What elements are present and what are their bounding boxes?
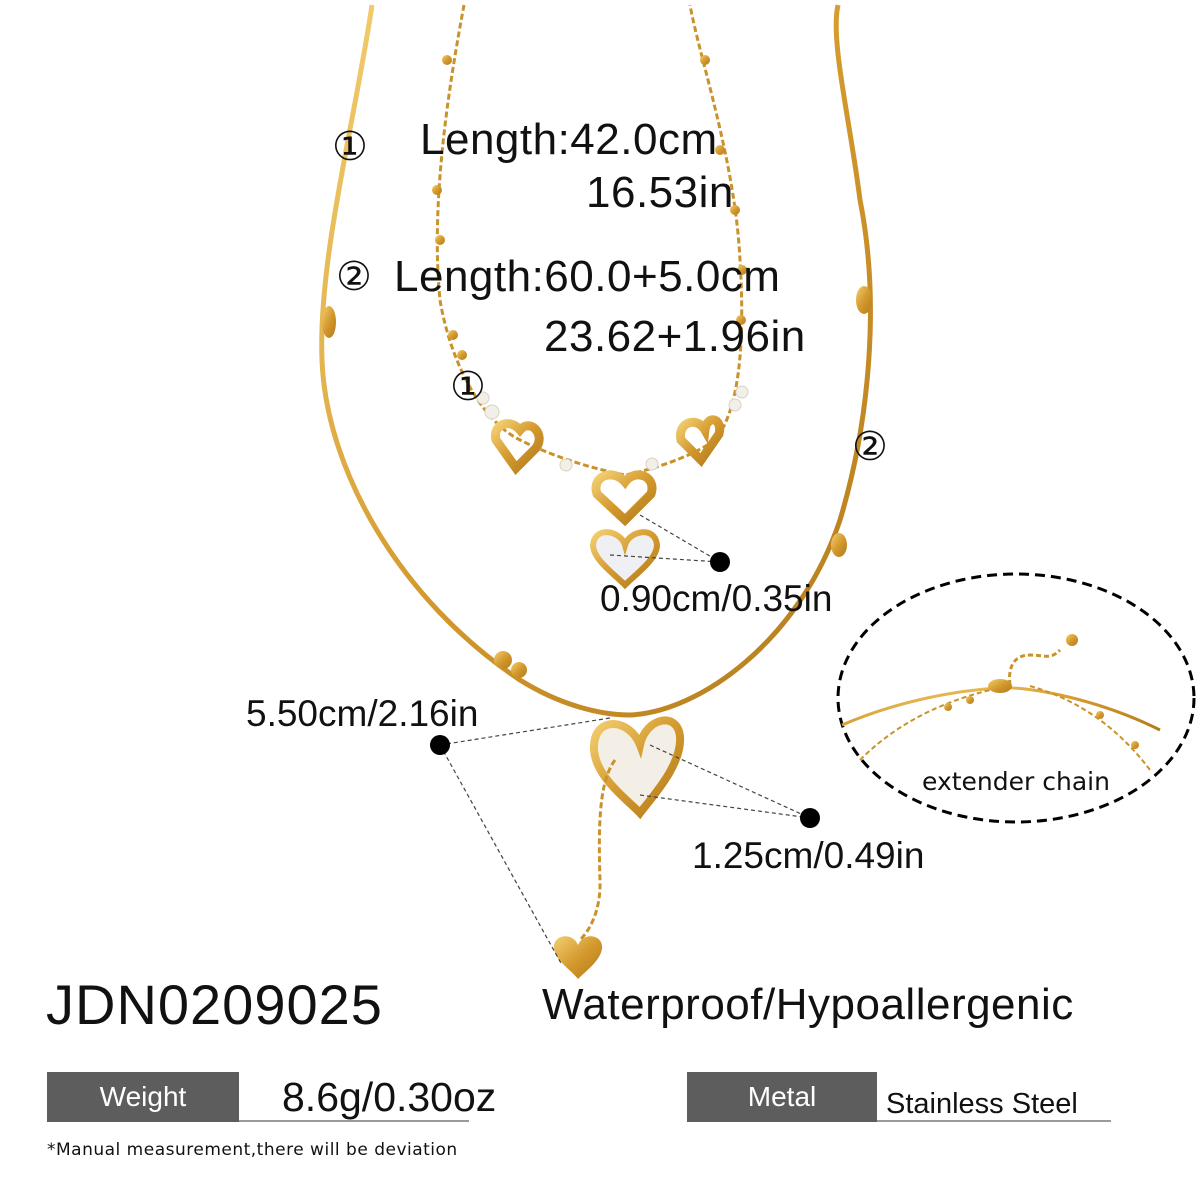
- pearls: [476, 385, 749, 472]
- necklace-2-marker-top: ②: [336, 254, 372, 300]
- necklace-1-marker-top: ①: [332, 124, 368, 170]
- large-pendant-dimension: 1.25cm/0.49in: [692, 835, 925, 876]
- weight-value: 8.6g/0.30oz: [282, 1074, 497, 1120]
- chain-marker-two: ②: [852, 424, 888, 470]
- measure-lines: [439, 514, 811, 966]
- drop-length-dimension: 5.50cm/2.16in: [246, 693, 479, 734]
- small-crystal-heart: [589, 529, 661, 590]
- metal-underline: [877, 1120, 1111, 1122]
- short-chain-beads: [432, 55, 747, 360]
- metal-label: Metal: [687, 1072, 877, 1122]
- extender-chain-label: extender chain: [922, 767, 1110, 796]
- weight-underline: [239, 1120, 469, 1122]
- measure-dots: [430, 552, 820, 828]
- large-shell-heart: [590, 716, 685, 820]
- long-chain-beads: [322, 286, 872, 678]
- short-chain: [435, 4, 744, 477]
- chain-marker-one: ①: [450, 364, 486, 410]
- weight-label: Weight: [47, 1072, 239, 1122]
- drop-chain: [578, 759, 617, 942]
- small-pendant-dimension: 0.90cm/0.35in: [600, 578, 833, 619]
- necklace-1-length-in: 16.53in: [586, 168, 734, 217]
- metal-value: Stainless Steel: [886, 1088, 1078, 1120]
- heart-links: [490, 415, 725, 527]
- necklace-1-length: Length:42.0cm: [420, 115, 718, 164]
- end-heart: [553, 936, 603, 979]
- footnote: *Manual measurement,there will be deviat…: [47, 1140, 458, 1160]
- extender-inset: [836, 572, 1196, 824]
- product-sku: JDN0209025: [46, 973, 383, 1036]
- product-features: Waterproof/Hypoallergenic: [542, 980, 1074, 1029]
- necklace-2-length: Length:60.0+5.0cm: [394, 252, 781, 301]
- necklace-2-length-in: 23.62+1.96in: [544, 312, 806, 361]
- long-chain: [319, 4, 873, 718]
